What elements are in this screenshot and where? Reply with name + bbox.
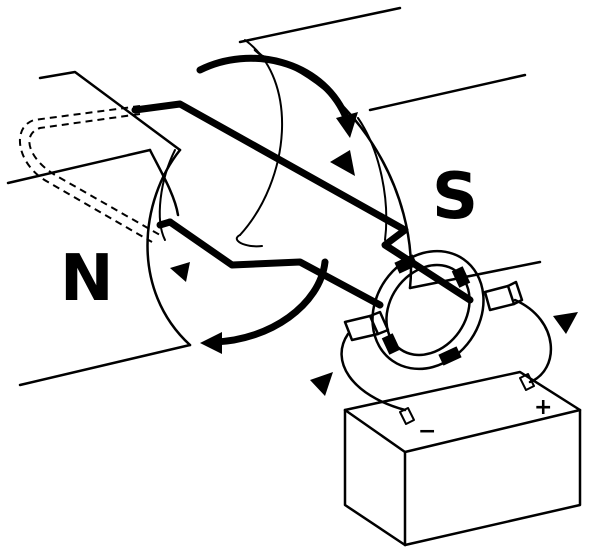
current-arrow-right [553,312,578,334]
rotation-arrow-top [196,54,358,138]
current-arrow-left [310,372,333,396]
brush-right [483,280,524,312]
rotation-arrow-bottom [200,258,329,354]
lead-wire-left [340,332,407,412]
loop-previous-position-inner [18,105,153,243]
battery-positive-label: + [534,395,552,420]
south-pole-label: S [432,160,478,234]
lead-wire-right [513,298,553,384]
force-arrow-upper [330,150,355,176]
battery-negative-label: − [418,419,436,444]
north-pole-label: N [60,242,114,316]
loop-previous-position [28,113,161,236]
commutator [371,249,485,371]
force-arrow-lower [170,262,190,282]
battery [343,370,582,547]
brush-left [343,310,390,342]
